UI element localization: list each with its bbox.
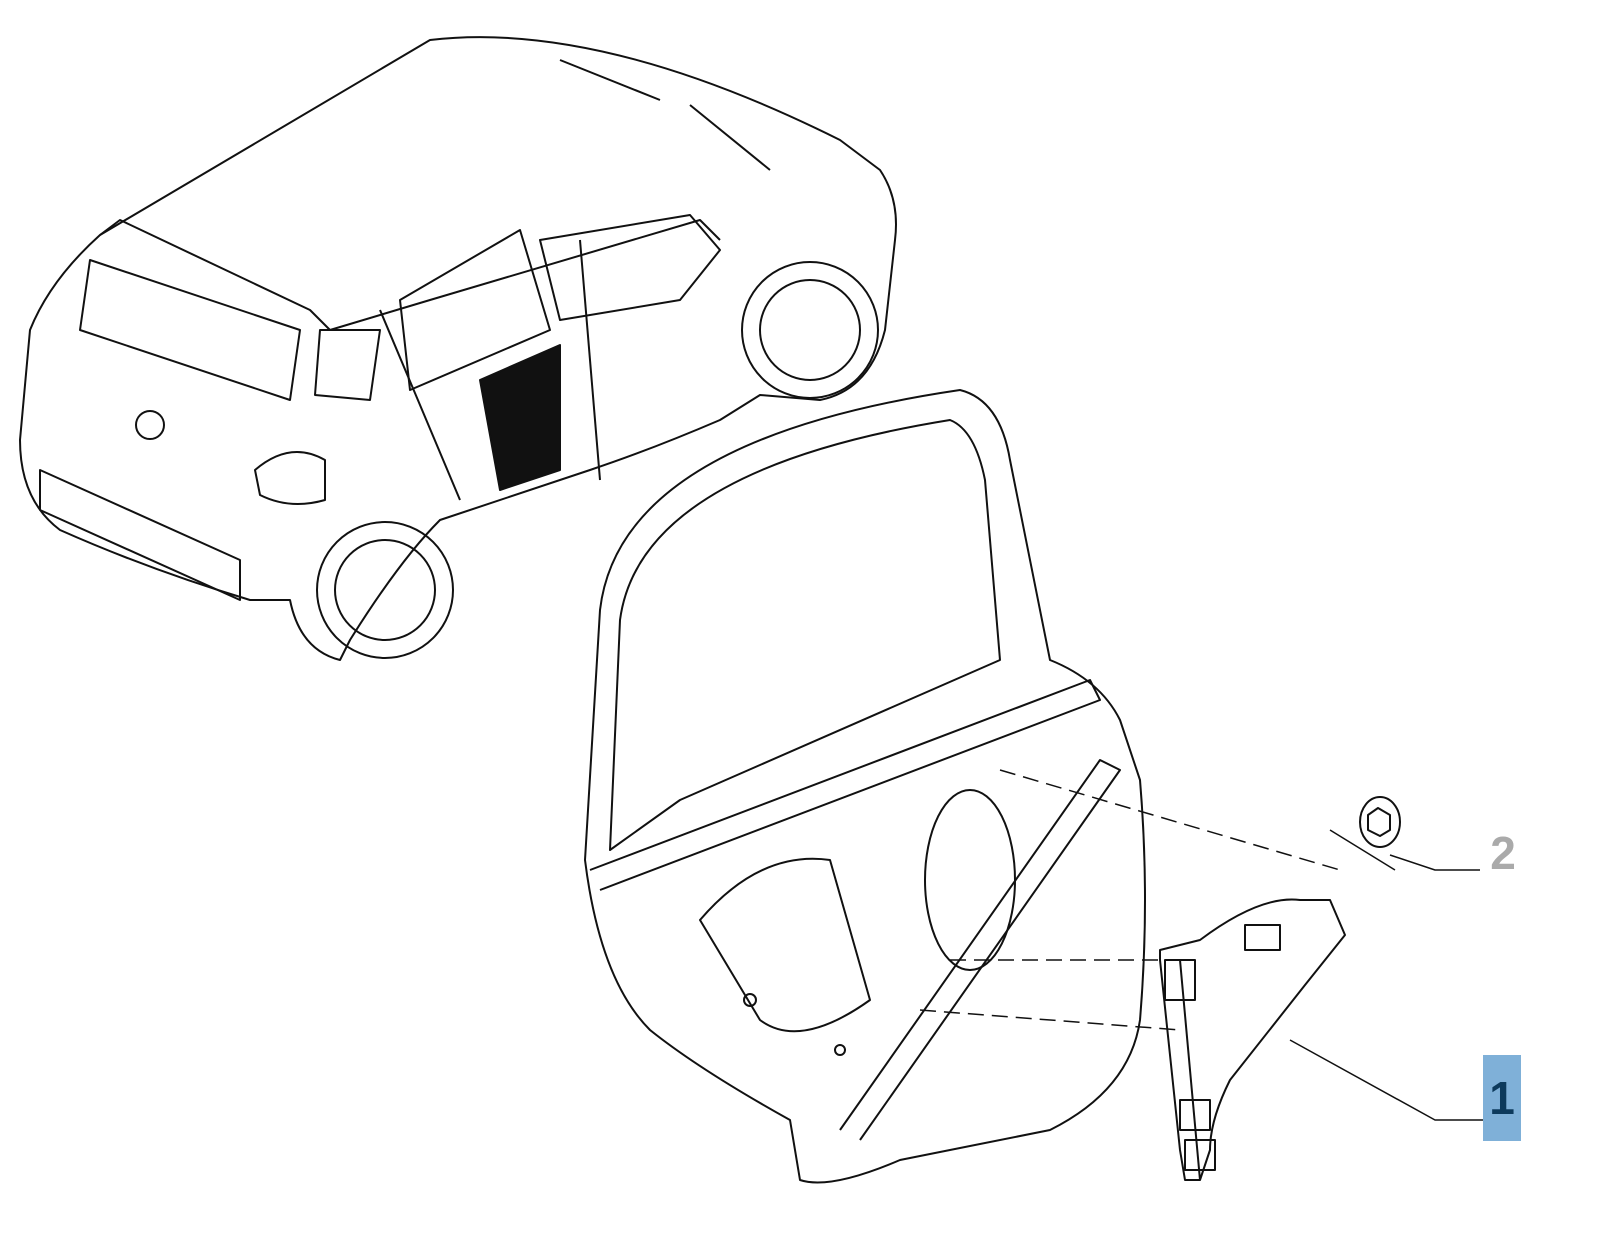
window-regulator-part: [1159, 898, 1346, 1181]
callout-1-window-regulator[interactable]: 1: [1483, 1055, 1521, 1141]
nut-part: [1359, 796, 1401, 848]
leader-lines: [919, 769, 1483, 1121]
callout-2-nut[interactable]: 2: [1490, 827, 1516, 879]
callout-1-label: 1: [1489, 1072, 1515, 1124]
car-illustration: [19, 36, 897, 661]
door-illustration: [584, 389, 1146, 1184]
